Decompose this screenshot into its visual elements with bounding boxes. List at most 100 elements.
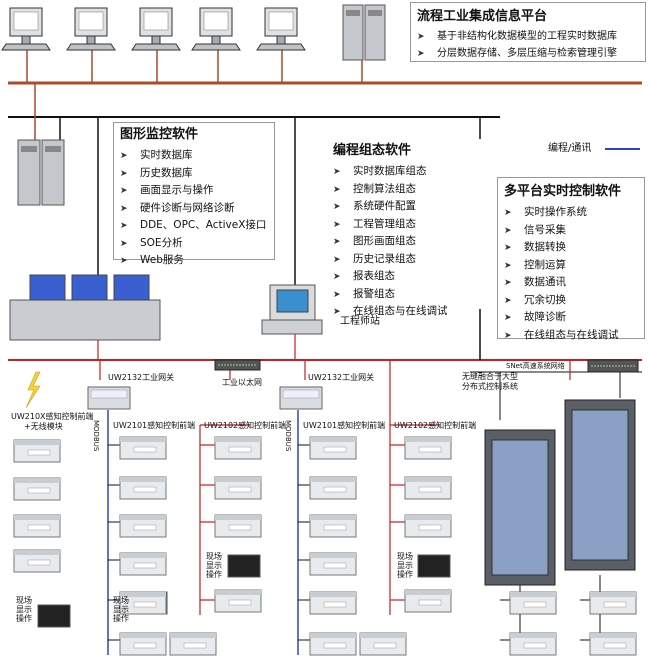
arrow-bullet-icon: ➤	[504, 243, 512, 253]
arrow-bullet-icon: ➤	[120, 168, 128, 179]
io-module-icon	[214, 436, 262, 460]
config-feature-item: ➤报表组态	[333, 268, 476, 286]
io-module-icon	[119, 552, 167, 576]
arrow-bullet-icon: ➤	[504, 278, 512, 288]
io-module-icon	[309, 632, 357, 656]
io-module-icon	[214, 589, 262, 613]
arrow-bullet-icon: ➤	[333, 219, 341, 230]
io-module-icon	[309, 476, 357, 500]
io-module-icon	[119, 591, 167, 615]
io-module-icon	[404, 589, 452, 613]
config-feature-item: ➤图形画面组态	[333, 233, 476, 251]
io-module-icon	[119, 476, 167, 500]
gateway-icon-2	[279, 386, 323, 410]
arrow-bullet-icon: ➤	[504, 330, 512, 341]
snet-switch-icon	[587, 359, 639, 373]
field-label-4: 现场显示操作	[397, 552, 413, 579]
engineer-station-label: 工程师站	[340, 316, 380, 327]
arrow-bullet-icon: ➤	[120, 238, 128, 249]
legend-label: 编程/通讯	[548, 143, 592, 154]
field-display-3	[227, 554, 261, 578]
field-drops	[97, 330, 571, 615]
arrow-bullet-icon: ➤	[504, 295, 512, 306]
uw2102-label-b: UW2102感知控制前端	[394, 421, 477, 430]
platform-title: 流程工业集成信息平台	[417, 9, 548, 24]
field-label-2: 现场显示操作	[113, 596, 129, 623]
io-module-icon	[509, 632, 557, 656]
platform-feature-list: ➤基于非结构化数据模型的工程实时数据库➤分层数据存储、多层压缩与检索管理引擎	[417, 29, 639, 62]
ethernet-switch-icon	[214, 359, 261, 371]
arrow-bullet-icon: ➤	[120, 151, 128, 161]
field-display-1	[37, 604, 71, 628]
control-feature-item: ➤数据通讯	[504, 274, 638, 292]
control-feature-item: ➤数据转换	[504, 239, 638, 257]
arrow-bullet-icon: ➤	[333, 202, 341, 212]
io-module-icon	[359, 632, 407, 656]
config-feature-item: ➤实时数据库组态	[333, 163, 476, 181]
control-feature-item: ➤故障诊断	[504, 309, 638, 327]
monitor-feature-item: ➤硬件诊断与网络诊断	[120, 200, 268, 218]
monitor-box: 图形监控软件 ➤实时数据库➤历史数据库➤画面显示与操作➤硬件诊断与网络诊断➤DD…	[113, 122, 275, 266]
config-feature-item: ➤报警组态	[333, 286, 476, 304]
control-box: 多平台实时控制软件 ➤实时操作系统➤信号采集➤数据转换➤控制运算➤数据通讯➤冗余…	[497, 177, 645, 341]
config-feature-item: ➤控制算法组态	[333, 181, 476, 199]
arrow-bullet-icon: ➤	[333, 237, 341, 247]
arrow-bullet-icon: ➤	[333, 289, 341, 300]
io-module-icon	[214, 514, 262, 538]
ethernet-label: 工业以太网	[222, 378, 262, 387]
io-module-icon	[119, 436, 167, 460]
config-feature-item: ➤工程管理组态	[333, 216, 476, 234]
io-module-icon	[214, 476, 262, 500]
io-module-icon	[509, 591, 557, 615]
io-module-icon	[119, 632, 167, 656]
arrow-bullet-icon: ➤	[120, 186, 128, 196]
io-module-icon	[404, 514, 452, 538]
workstation-monitor-icon	[191, 7, 241, 51]
wireless-lightning-icon	[25, 371, 41, 409]
top-drops	[26, 48, 363, 140]
arrow-bullet-icon: ➤	[504, 225, 512, 236]
top-server-icon	[342, 4, 386, 61]
left-server-icon	[17, 139, 65, 206]
engineer-station-icon	[261, 284, 323, 335]
gateway1-label: UW2132工业网关	[108, 373, 175, 382]
workstation-monitor-icon	[131, 7, 181, 51]
arrow-bullet-icon: ➤	[333, 184, 341, 195]
config-box: 编程组态软件 ➤实时数据库组态➤控制算法组态➤系统硬件配置➤工程管理组态➤图形画…	[327, 139, 482, 317]
io-module-icon	[309, 514, 357, 538]
uw2101-label-b: UW2101感知控制前端	[303, 421, 386, 430]
operator-console-icon	[9, 274, 161, 341]
arrow-bullet-icon: ➤	[333, 307, 341, 317]
gateway2-label: UW2132工业网关	[308, 373, 375, 382]
arrow-bullet-icon: ➤	[417, 32, 425, 42]
io-module-icon	[13, 549, 61, 573]
modbus-lines	[107, 410, 299, 655]
wireless-label: UW210X感知控制前端	[11, 412, 94, 421]
io-module-icon	[309, 436, 357, 460]
modbus-label-2: MODBUS	[284, 420, 292, 452]
io-module-icon	[13, 514, 61, 538]
io-module-icon	[13, 439, 61, 463]
io-module-icon	[404, 436, 452, 460]
arrow-bullet-icon: ➤	[333, 254, 341, 265]
monitor-feature-item: ➤SOE分析	[120, 235, 268, 253]
workstation-monitor-icon	[256, 7, 306, 51]
control-feature-item: ➤控制运算	[504, 257, 638, 275]
monitor-title: 图形监控软件	[120, 127, 199, 142]
gateway-icon-1	[87, 386, 131, 410]
control-feature-item: ➤实时操作系统	[504, 204, 638, 222]
monitor-feature-list: ➤实时数据库➤历史数据库➤画面显示与操作➤硬件诊断与网络诊断➤DDE、OPC、A…	[120, 147, 268, 270]
io-module-icon	[119, 514, 167, 538]
platform-feature-item: ➤基于非结构化数据模型的工程实时数据库	[417, 29, 639, 46]
io-module-icon	[13, 477, 61, 501]
arrow-bullet-icon: ➤	[333, 272, 341, 282]
cabinet-label-1: 无缝融合于大型	[462, 372, 518, 381]
uw2101-label-a: UW2101感知控制前端	[113, 421, 196, 430]
cabinet-label-2: 分布式控制系统	[462, 382, 518, 391]
field-label-1: 现场显示操作	[16, 596, 32, 623]
io-module-icon	[169, 632, 217, 656]
io-module-icon	[589, 632, 637, 656]
field-display-4	[417, 554, 451, 578]
arrow-bullet-icon: ➤	[504, 313, 512, 323]
io-module-icon	[404, 476, 452, 500]
